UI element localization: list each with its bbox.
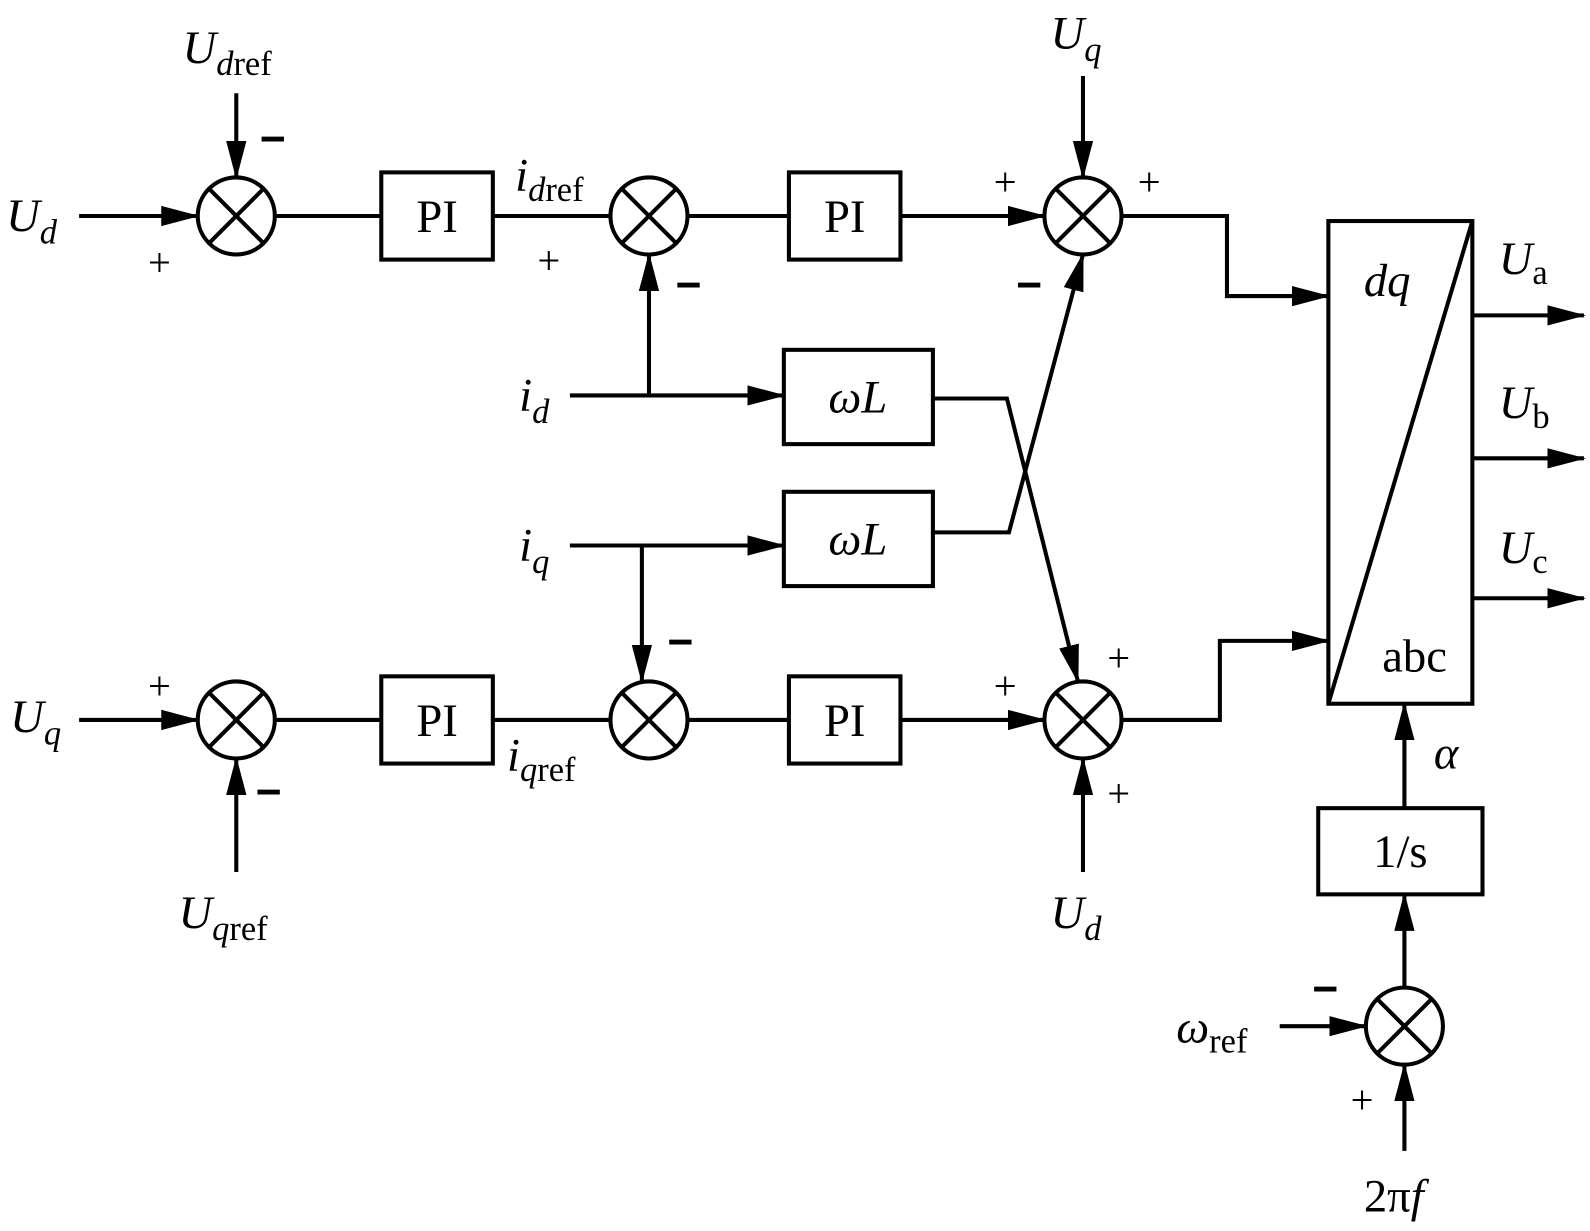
pi-label: PI: [824, 191, 865, 243]
label-iq: iq: [519, 520, 549, 581]
wl-label: ωL: [828, 514, 887, 566]
label-iqref: iqref: [507, 730, 576, 789]
label-2pif: 2πf: [1364, 1171, 1430, 1223]
pi-label: PI: [416, 191, 457, 243]
summing-junction-d-out: [1042, 175, 1124, 257]
plus-sign: +: [994, 160, 1017, 205]
dq-label: dq: [1364, 255, 1411, 307]
plus-sign: +: [994, 664, 1017, 709]
label-id: id: [519, 370, 550, 431]
summing-junction-iq: [608, 679, 690, 761]
label-ua: Ua: [1499, 233, 1548, 292]
label-ud-feedforward: Ud: [1051, 887, 1103, 948]
integrator-label: 1/s: [1373, 826, 1427, 878]
minus-sign: −: [256, 768, 282, 817]
summing-junction-uq: [195, 679, 277, 761]
label-alpha: α: [1434, 728, 1460, 780]
label-udref: Udref: [183, 22, 273, 83]
wl-label: ωL: [828, 372, 887, 424]
pi-block-voltage-d: PI: [379, 170, 495, 262]
plus-sign: +: [537, 238, 560, 283]
summing-junction-id: [608, 175, 690, 257]
pi-block-current-q: PI: [786, 674, 903, 766]
label-uq-feedforward: Uq: [1051, 8, 1102, 69]
label-uc: Uc: [1499, 522, 1548, 581]
wl-block-q: ωL: [781, 489, 935, 589]
minus-sign: −: [675, 261, 701, 310]
label-wref: ωref: [1176, 1001, 1248, 1060]
plus-sign: +: [1107, 771, 1130, 816]
summing-junction-freq: [1363, 985, 1445, 1067]
minus-sign: −: [1312, 965, 1338, 1014]
pi-label: PI: [824, 695, 865, 747]
wl-block-d: ωL: [781, 347, 935, 447]
plus-sign: +: [1107, 635, 1130, 680]
plus-sign: +: [1351, 1077, 1374, 1122]
plus-sign: +: [148, 664, 171, 709]
plus-sign: +: [1138, 160, 1161, 205]
label-idref: idref: [515, 150, 584, 209]
pi-block-current-d: PI: [786, 170, 903, 262]
minus-sign: −: [1016, 261, 1042, 310]
label-uq-input: Uq: [10, 691, 61, 752]
dq-abc-transform-block: dq abc: [1326, 219, 1475, 706]
integrator-block: 1/s: [1316, 806, 1485, 897]
label-ud-input: Ud: [6, 190, 58, 251]
summing-junction-ud: [195, 175, 277, 257]
plus-sign: +: [148, 240, 171, 285]
pi-label: PI: [416, 695, 457, 747]
summing-junction-q-out: [1042, 679, 1124, 761]
signal-lines: [79, 76, 1586, 1151]
junction-signs: + − + − + + − + − − + + + − +: [148, 115, 1373, 1122]
minus-sign: −: [667, 618, 693, 667]
minus-sign: −: [260, 115, 286, 164]
label-uqref: Uqref: [178, 887, 268, 948]
pi-block-voltage-q: PI: [379, 674, 495, 766]
abc-label: abc: [1382, 630, 1447, 682]
label-ub: Ub: [1499, 377, 1550, 436]
